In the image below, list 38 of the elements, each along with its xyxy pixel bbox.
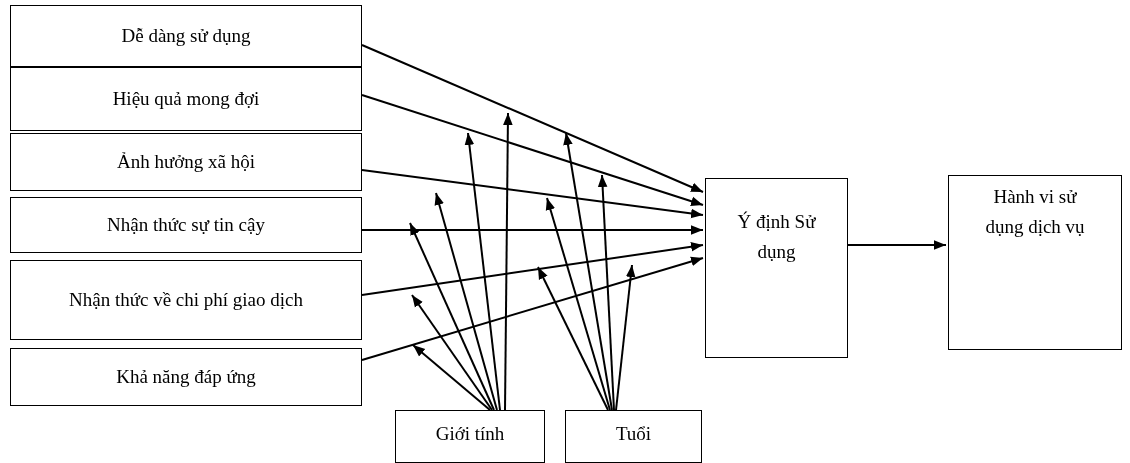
box-label: Tuổi [615, 422, 652, 446]
arrow [361, 44, 704, 193]
arrow [464, 132, 501, 411]
box-label: Khả năng đáp ứng [116, 364, 256, 389]
arrow [537, 266, 609, 411]
process-box [10, 348, 362, 406]
arrow [434, 192, 498, 411]
box-label: Nhận thức sự tin cậy [107, 212, 265, 237]
arrow [361, 94, 704, 206]
arrow [597, 174, 615, 411]
box-label: Dễ dàng sử dụng [121, 23, 251, 48]
process-box [948, 175, 1122, 350]
box-label: Giới tính [435, 422, 505, 446]
process-box [10, 67, 362, 131]
process-box [10, 260, 362, 340]
process-box [395, 410, 545, 463]
process-box [705, 178, 848, 358]
process-box [10, 133, 362, 191]
arrow [615, 264, 636, 411]
arrow [409, 222, 495, 411]
arrow [361, 169, 704, 219]
process-box [10, 197, 362, 253]
box-label: Ảnh hưởng xã hội [117, 149, 255, 174]
box-label: Ý định Sử dụng [736, 210, 817, 265]
arrow [361, 256, 704, 361]
box-label: Nhận thức về chi phí giao dịch [69, 287, 303, 312]
arrow [503, 112, 513, 411]
arrow [361, 225, 704, 235]
box-label: Hiệu quả mong đợi [112, 86, 260, 111]
process-box [10, 5, 362, 67]
arrow [563, 132, 613, 411]
process-box [565, 410, 702, 463]
box-label: Hành vi sử dụng dịch vụ [984, 185, 1086, 240]
arrow [411, 294, 493, 411]
arrow [545, 197, 611, 411]
arrow [361, 242, 704, 296]
arrow [847, 240, 947, 250]
arrow [412, 344, 491, 411]
